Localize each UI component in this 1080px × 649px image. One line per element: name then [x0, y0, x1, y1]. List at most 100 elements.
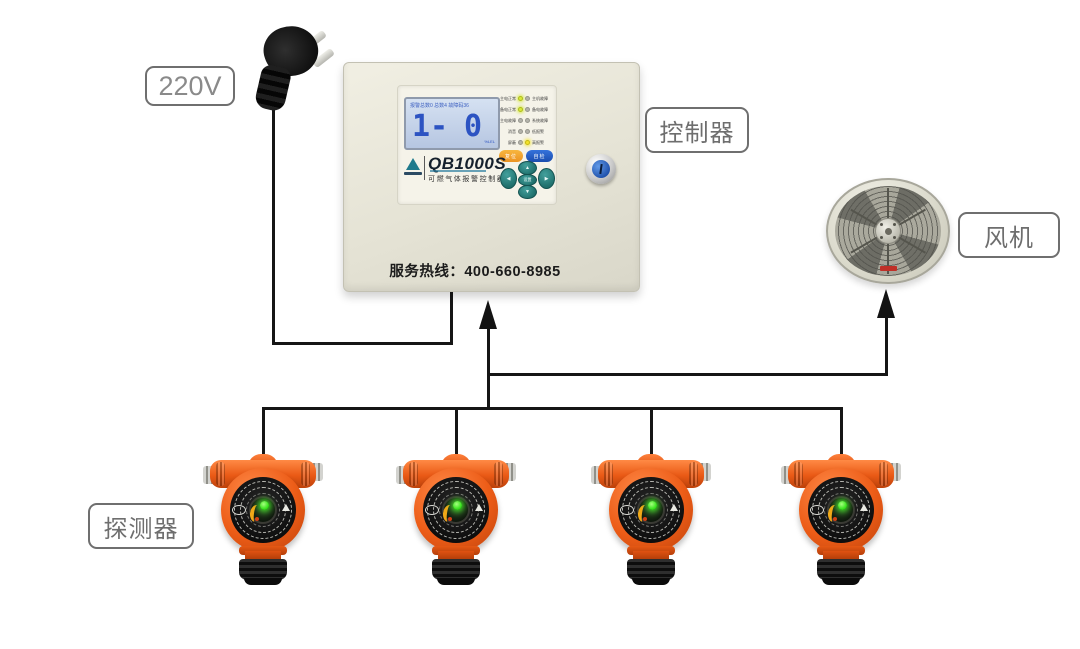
plug-grip: [253, 63, 293, 113]
wire-power-horizontal: [272, 342, 453, 345]
hub-bolt: [893, 236, 896, 239]
model-subtitle: 可燃气体报警控制器: [428, 176, 506, 183]
detector-round-body: [799, 468, 883, 552]
detector-flange: [627, 546, 675, 555]
lcd-status-line: 报警总数0 总数4 故障码36: [410, 103, 469, 109]
led-light-icon: [518, 129, 523, 134]
lcd-screen: 报警总数0 总数4 故障码36 1- 0 %LEL: [404, 97, 500, 150]
status-led-green: [648, 501, 657, 510]
face-text-ring: [246, 493, 280, 527]
detector-neck: [245, 551, 281, 561]
face-text-ring: [439, 493, 473, 527]
detector-flange: [432, 546, 480, 555]
led-row: 备电正常备电故障: [499, 104, 553, 115]
keypad-right-button[interactable]: ▶: [538, 168, 555, 189]
detector-face: [618, 477, 684, 543]
face-text-ring: [824, 493, 858, 527]
led-light-icon: [518, 118, 523, 123]
hub-bolt: [893, 223, 896, 226]
warning-triangle-icon: [860, 504, 868, 511]
led-row: 主电正常 主机故障: [499, 93, 553, 104]
brand-logo-icon: [406, 158, 420, 170]
fan-hub: [875, 218, 901, 244]
label-controller: 控制器: [645, 107, 749, 153]
reset-button[interactable]: 复位: [499, 150, 523, 162]
detector-round-body: [414, 468, 498, 552]
service-hotline: 服务热线：400-660-8985: [389, 264, 561, 280]
led-label-left: 消音: [508, 128, 516, 134]
led-light-icon: [525, 118, 530, 123]
hub-bolt: [880, 236, 883, 239]
detector-neck: [823, 551, 859, 561]
brand-website-line: [430, 170, 486, 172]
led-label-right: 系统故障: [532, 117, 548, 123]
face-text-ring: [634, 493, 668, 527]
detector-window: [441, 496, 470, 524]
sensor-cap: [822, 578, 860, 585]
ex-mark: [620, 505, 634, 515]
led-row: 主电故障系统故障: [499, 115, 553, 126]
hub-center: [884, 227, 892, 235]
gas-detector: [203, 452, 323, 586]
red-indicator: [643, 517, 647, 521]
lcd-unit: %LEL: [484, 139, 495, 144]
wire-drop-detector-1: [262, 407, 265, 457]
red-indicator: [255, 517, 259, 521]
controller-display-panel: 报警总数0 总数4 故障码36 1- 0 %LEL 主电正常 主机故障备电正常备电…: [397, 85, 557, 205]
detector-face: [423, 477, 489, 543]
sensor-cylinder: [432, 559, 480, 580]
sensor-cylinder: [627, 559, 675, 580]
sensor-cap: [632, 578, 670, 585]
detector-3-mount: [591, 452, 711, 586]
key-slot-icon: [599, 163, 603, 175]
lcd-value: 0: [464, 109, 483, 144]
keypad-down-button[interactable]: ▼: [518, 185, 537, 199]
brand-logo-bar: [404, 172, 422, 175]
brand-divider: [424, 156, 425, 180]
led-light-icon: [518, 140, 523, 145]
arrow-to-fan-icon: [877, 289, 895, 318]
hub-bolt: [880, 223, 883, 226]
key-switch[interactable]: [586, 154, 616, 184]
label-controller-text: 控制器: [659, 119, 735, 147]
led-light-icon: [525, 140, 530, 145]
detector-round-body: [221, 468, 305, 552]
fan-label-sticker: [880, 266, 897, 271]
led-light-icon: [525, 129, 530, 134]
detector-face: [230, 477, 296, 543]
label-detector: 探测器: [88, 503, 194, 549]
gas-detector: [781, 452, 901, 586]
wire-fan-horizontal: [487, 373, 888, 376]
wire-drop-detector-3: [650, 407, 653, 457]
detector-window: [636, 496, 665, 524]
detector-round-body: [609, 468, 693, 552]
led-light-icon: [525, 96, 530, 101]
detector-4-mount: [781, 452, 901, 586]
sensor-cap: [437, 578, 475, 585]
label-220v: 220V: [145, 66, 235, 106]
led-light-icon: [518, 96, 523, 101]
led-label-right: 主机故障: [532, 95, 548, 101]
led-row: 消音低报警: [499, 126, 553, 137]
warning-triangle-icon: [475, 504, 483, 511]
wire-power-to-controller: [450, 292, 453, 345]
gas-alarm-controller: 报警总数0 总数4 故障码36 1- 0 %LEL 主电正常 主机故障备电正常备电…: [343, 62, 640, 292]
led-light-icon: [518, 107, 523, 112]
sensor-cylinder: [239, 559, 287, 580]
sensor-cylinder: [817, 559, 865, 580]
detector-neck: [438, 551, 474, 561]
led-label-right: 高报警: [532, 139, 544, 145]
self-test-button[interactable]: 自检: [526, 150, 553, 162]
label-fan: 风机: [958, 212, 1060, 258]
ex-mark: [810, 505, 824, 515]
label-fan-text: 风机: [984, 224, 1034, 252]
led-label-left: 主电正常: [500, 95, 516, 101]
label-220v-text: 220V: [158, 70, 222, 101]
led-indicator-panel: 主电正常主机故障备电正常备电故障主电故障系统故障消音低报警屏蔽高报警: [499, 93, 553, 148]
sensor-cap: [244, 578, 282, 585]
wire-drop-detector-2: [455, 407, 458, 457]
keypad-left-button[interactable]: ◀: [500, 168, 517, 189]
keypad-up-button[interactable]: ▲: [518, 161, 537, 175]
detector-flange: [239, 546, 287, 555]
ex-mark: [425, 505, 439, 515]
